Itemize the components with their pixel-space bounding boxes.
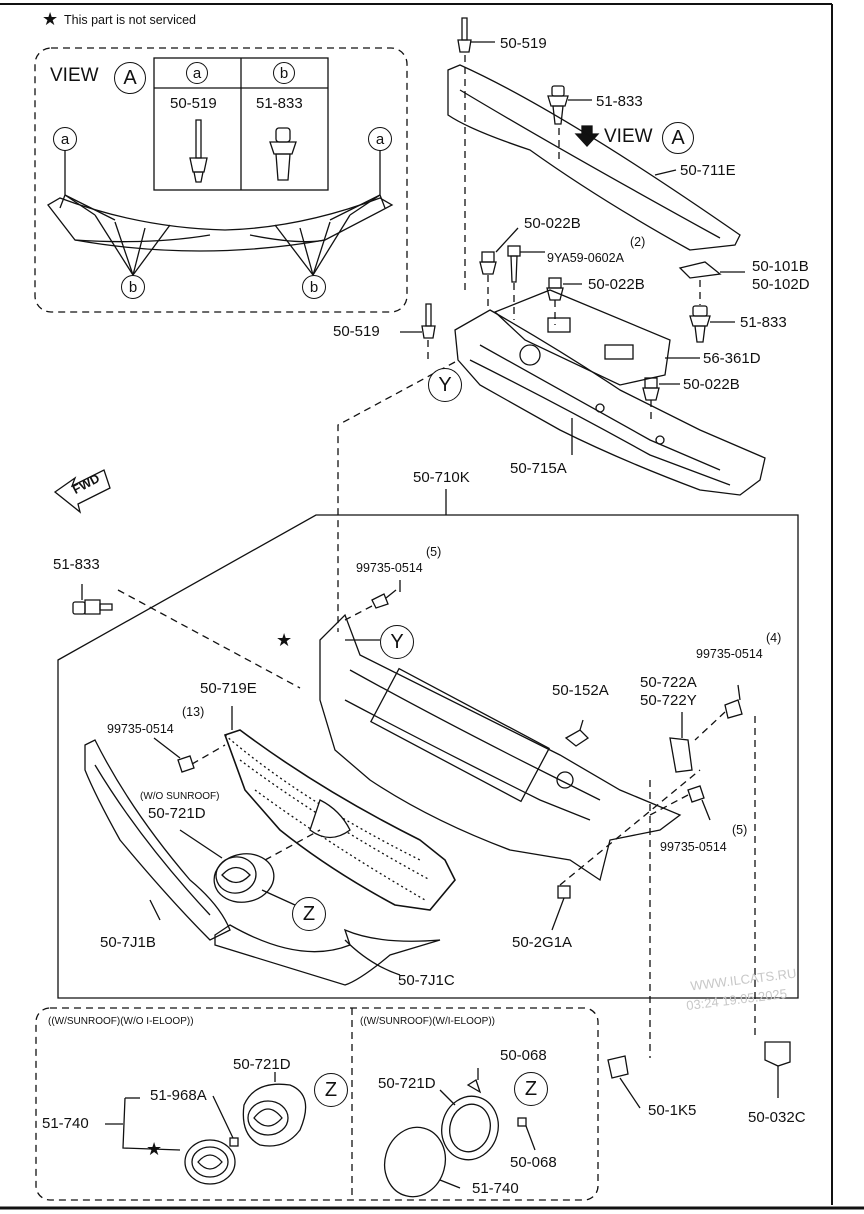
qty-5b: (5) (732, 823, 748, 837)
part-51-833-left: 51-833 (53, 556, 100, 573)
qty-5a: (5) (426, 545, 442, 559)
part-50-715A: 50-715A (510, 460, 567, 477)
not-serviced-star-icon: ★ (42, 9, 59, 29)
col-a-callout: a (186, 62, 208, 84)
callout-b-left: b (121, 275, 145, 299)
qty-2: (2) (630, 235, 646, 249)
part-51-833-mid: 51-833 (740, 314, 787, 331)
callout-b-right: b (302, 275, 326, 299)
not-serviced-star-icon-grille: ★ (276, 630, 293, 650)
view-a-arrow-callout: A (662, 122, 694, 154)
part-51-833-top: 51-833 (596, 93, 643, 110)
box2-part-50-068-a: 50-068 (500, 1047, 547, 1064)
part-50-022B-1: 50-022B (524, 215, 581, 232)
part-50-1K5: 50-1K5 (648, 1102, 697, 1119)
box1-callout-Z: Z (314, 1073, 348, 1107)
callout-a-left: a (53, 127, 77, 151)
part-50-710K: 50-710K (413, 469, 470, 486)
part-50-519-mid: 50-519 (333, 323, 380, 340)
box2-part-50-721D: 50-721D (378, 1075, 436, 1092)
part-50-2G1A: 50-2G1A (512, 934, 573, 951)
box1-part-50-721D: 50-721D (233, 1056, 291, 1073)
view-a-title: VIEW (50, 65, 99, 86)
part-99735-0514-a: 99735-0514 (356, 561, 423, 575)
part-50-101B: 50-101B (752, 258, 809, 275)
box1-part-51-740: 51-740 (42, 1115, 89, 1132)
callout-a-right: a (368, 127, 392, 151)
col-a-part: 50-519 (170, 95, 217, 112)
qty-13: (13) (182, 705, 205, 719)
part-50-722A: 50-722A (640, 674, 697, 691)
part-56-361D: 56-361D (703, 350, 761, 367)
box1-not-serviced-star-icon: ★ (146, 1139, 163, 1159)
part-99735-0514-b: 99735-0514 (696, 647, 763, 661)
part-9YA59-0602A: 9YA59-0602A (547, 251, 624, 265)
box2-part-50-068-b: 50-068 (510, 1154, 557, 1171)
part-50-152A: 50-152A (552, 682, 609, 699)
part-50-711E: 50-711E (680, 162, 736, 179)
box2-header: ((W/SUNROOF)(W/I-ELOOP)) (360, 1016, 495, 1027)
part-50-719E: 50-719E (200, 680, 257, 697)
col-b-callout: b (273, 62, 295, 84)
box1-part-51-968A: 51-968A (150, 1087, 207, 1104)
part-99735-0514-d: 99735-0514 (660, 840, 727, 854)
qty-4: (4) (766, 631, 782, 645)
view-a-callout: A (114, 62, 146, 94)
part-50-022B-2: 50-022B (588, 276, 645, 293)
part-99735-0514-c: 99735-0514 (107, 722, 174, 736)
view-a-box (34, 47, 408, 313)
part-50-519-top: 50-519 (500, 35, 547, 52)
box2-part-51-740: 51-740 (472, 1180, 519, 1197)
callout-Y-top: Y (428, 368, 462, 402)
not-serviced-note: This part is not serviced (64, 13, 196, 27)
part-50-721D: 50-721D (148, 805, 206, 822)
col-b-part: 51-833 (256, 95, 303, 112)
wo-sunroof-note: (W/O SUNROOF) (140, 791, 220, 802)
view-label: VIEW (604, 126, 653, 147)
box1-header: ((W/SUNROOF)(W/O I-ELOOP)) (48, 1016, 194, 1027)
callout-Z-grille: Z (292, 897, 326, 931)
part-50-022B-3: 50-022B (683, 376, 740, 393)
part-50-032C: 50-032C (748, 1109, 806, 1126)
box2-callout-Z: Z (514, 1072, 548, 1106)
part-50-7J1B: 50-7J1B (100, 934, 156, 951)
part-50-722Y: 50-722Y (640, 692, 697, 709)
callout-Y-grille: Y (380, 625, 414, 659)
part-50-7J1C: 50-7J1C (398, 972, 455, 989)
part-50-102D: 50-102D (752, 276, 810, 293)
